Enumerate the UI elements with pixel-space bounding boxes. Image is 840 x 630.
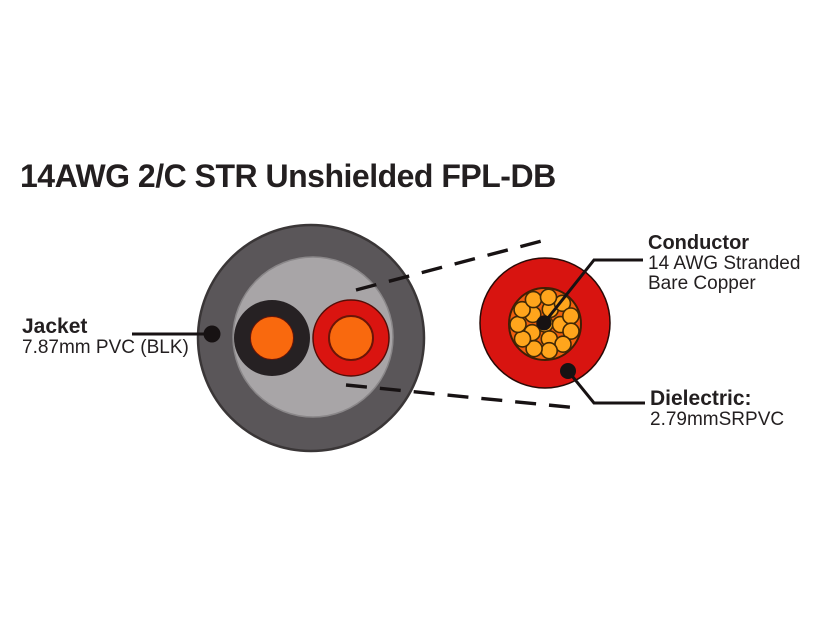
dielectric-anchor-dot <box>560 363 576 379</box>
conductor-strand <box>513 300 531 319</box>
conductor-label-name: Conductor <box>648 232 750 254</box>
red-conductor-copper-core <box>328 315 374 361</box>
jacket-label-name: Jacket <box>22 315 88 338</box>
conductor-strand <box>562 322 580 341</box>
jacket-anchor-dot <box>203 325 221 343</box>
conductor-strand <box>539 288 558 307</box>
conductor-strand <box>561 307 580 325</box>
conductor-anchor-dot <box>536 315 552 331</box>
conductor-strand <box>513 330 532 348</box>
dielectric-label: Dielectric: 2.79mmSRPVC <box>650 388 784 430</box>
page-title: 14AWG 2/C STR Unshielded FPL-DB <box>20 158 556 194</box>
zoom-guide-dashed-line-bottom <box>345 383 579 410</box>
dielectric-leader-line <box>566 370 645 405</box>
conductor-strand <box>525 339 543 358</box>
conductor-label: Conductor 14 AWG Stranded Bare Copper <box>648 233 800 294</box>
conductor-strand <box>524 290 543 309</box>
conductor-strand <box>509 315 527 334</box>
conductor-leader-line <box>542 258 643 324</box>
dielectric-label-spec: 2.79mmSRPVC <box>650 409 785 430</box>
black-conductor-copper-core <box>250 316 294 360</box>
jacket-label: Jacket 7.87mm PVC (BLK) <box>22 316 189 358</box>
conductor-label-spec-line2: Bare Copper <box>648 273 756 294</box>
conductor-label-spec-line1: 14 AWG Stranded <box>648 253 801 274</box>
jacket-label-spec: 7.87mm PVC (BLK) <box>22 337 189 358</box>
conductor-strand <box>540 341 559 360</box>
dielectric-label-name: Dielectric: <box>650 387 752 410</box>
